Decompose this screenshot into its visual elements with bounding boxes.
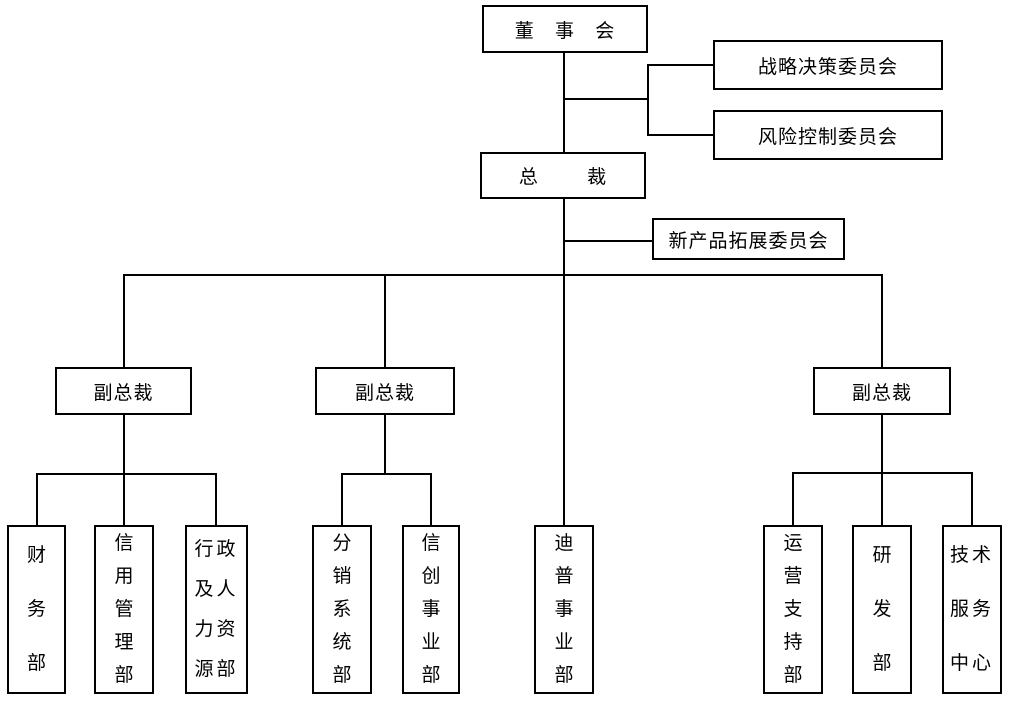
connector-left-group-rail [36,473,217,475]
org-box-strategic-decision-committee: 战略决策委员会 [713,40,943,90]
org-box-credit-management-dept: 信 用 管 理 部 [94,525,154,694]
org-box-label: 副总裁 [354,382,415,404]
connector-right-group-rail [792,472,973,474]
connector-committees-spine [647,64,649,136]
connector-drop-finance [36,473,38,525]
org-box-xinchuang-business-dept: 信 创 事 业 部 [402,525,460,694]
org-box-label: 迪 普 事 业 部 [554,533,574,686]
connector-rail-vp-mid [384,274,386,367]
connector-drop-xinchuang [430,473,432,525]
connector-drop-admin-hr [215,473,217,525]
connector-board-president [563,53,565,152]
org-box-label: 副总裁 [851,382,912,404]
org-box-tech-service-center: 技术 服务 中心 [942,525,1002,694]
org-box-label: 信 创 事 业 部 [421,533,441,686]
org-box-label: 董 事 会 [514,20,616,42]
connector-risk-committee [647,134,713,136]
org-box-board-of-directors: 董 事 会 [482,5,648,53]
org-box-label: 技术 服务 中心 [949,544,994,674]
connector-vp-right-down [881,415,883,525]
org-box-president: 总 裁 [480,152,646,199]
org-box-label: 新产品拓展委员会 [668,230,829,252]
connector-mid-group-rail [341,473,432,475]
org-box-label: 风险控制委员会 [757,126,898,148]
org-box-distribution-systems-dept: 分 销 系 统 部 [312,525,372,694]
org-box-rnd-dept: 研 发 部 [852,525,912,694]
org-box-label: 副总裁 [93,382,154,404]
connector-new-product-committee [563,240,652,242]
connector-strategic-committee [647,64,713,66]
connector-rail-vp-left [123,274,125,367]
org-box-label: 行政 及人 力资 源部 [194,538,239,680]
org-box-label: 信 用 管 理 部 [114,533,134,686]
org-box-label: 研 发 部 [872,544,892,674]
connector-board-committees-stub [563,98,649,100]
org-box-finance-dept: 财 务 部 [7,525,66,694]
connector-drop-ops-support [792,472,794,525]
org-box-vp-mid: 副总裁 [315,367,455,415]
org-box-label: 分 销 系 统 部 [332,533,352,686]
connector-president-main-spine [563,199,565,525]
org-box-label: 战略决策委员会 [757,56,898,78]
connector-drop-tech-service [971,472,973,525]
org-box-dipu-business-dept: 迪 普 事 业 部 [534,525,594,694]
org-box-vp-left: 副总裁 [55,367,192,415]
connector-vp-mid-down [384,415,386,474]
org-box-label: 总 裁 [518,167,608,188]
org-box-new-product-committee: 新产品拓展委员会 [652,218,845,260]
org-box-label: 财 务 部 [26,544,46,674]
connector-rail-vp-right [881,274,883,367]
org-box-admin-hr-dept: 行政 及人 力资 源部 [185,525,248,694]
org-box-operations-support-dept: 运 营 支 持 部 [763,525,823,694]
org-box-vp-right: 副总裁 [813,367,951,415]
connector-main-rail [123,274,883,276]
connector-drop-distribution [341,473,343,525]
org-box-risk-control-committee: 风险控制委员会 [713,110,943,160]
org-box-label: 运 营 支 持 部 [783,533,803,686]
connector-vp-left-down [123,415,125,525]
